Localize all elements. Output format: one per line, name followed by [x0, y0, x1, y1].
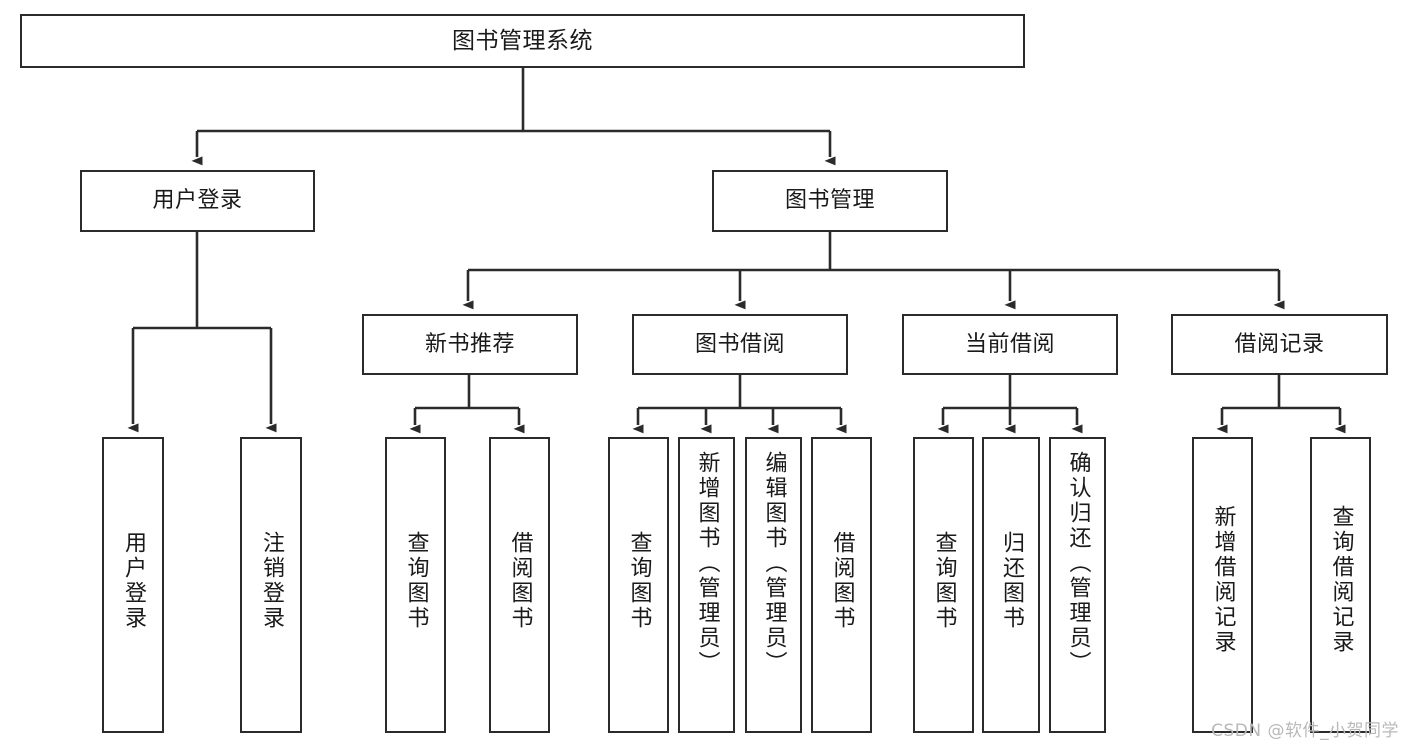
node-new-book-recommend[interactable]: 新书推荐 [362, 314, 578, 375]
leaf-borrow-book[interactable]: 借阅图书 [811, 437, 872, 733]
node-label: 查询图书 [403, 531, 429, 631]
node-book-borrow[interactable]: 图书借阅 [632, 314, 848, 375]
node-root-book-management-system[interactable]: 图书管理系统 [20, 14, 1025, 68]
leaf-user-login[interactable]: 用户登录 [102, 437, 164, 733]
leaf-confirm-return-admin[interactable]: 确认归还（管理员） [1049, 437, 1106, 733]
node-user-login[interactable]: 用户登录 [80, 170, 315, 232]
node-borrow-record[interactable]: 借阅记录 [1171, 314, 1388, 375]
node-label: 新增借阅记录 [1210, 505, 1236, 655]
node-label: 编辑图书（管理员） [761, 451, 787, 676]
node-label: 图书管理系统 [452, 27, 593, 54]
node-book-management[interactable]: 图书管理 [712, 170, 948, 232]
node-label: 用户登录 [152, 188, 243, 214]
node-label: 查询图书 [626, 531, 652, 631]
leaf-return-book[interactable]: 归还图书 [982, 437, 1040, 733]
watermark-text: CSDN @软件_小贺同学 [1211, 721, 1399, 741]
leaf-query-borrow-record[interactable]: 查询借阅记录 [1310, 437, 1371, 733]
node-label: 借阅图书 [829, 531, 855, 631]
node-label: 图书管理 [784, 188, 875, 214]
leaf-query-book-borrow[interactable]: 查询图书 [608, 437, 669, 733]
node-label: 用户登录 [121, 531, 146, 631]
node-label: 注销登录 [259, 531, 284, 631]
node-label: 新增图书（管理员） [694, 451, 720, 676]
leaf-add-book-admin[interactable]: 新增图书（管理员） [678, 437, 735, 733]
node-label: 当前借阅 [964, 331, 1055, 357]
leaf-logout[interactable]: 注销登录 [240, 437, 302, 733]
node-label: 归还图书 [999, 531, 1024, 631]
node-label: 确认归还（管理员） [1065, 451, 1091, 676]
leaf-borrow-book-recommend[interactable]: 借阅图书 [489, 437, 550, 733]
leaf-query-book-current[interactable]: 查询图书 [913, 437, 974, 733]
node-label: 借阅图书 [507, 531, 533, 631]
leaf-add-borrow-record[interactable]: 新增借阅记录 [1192, 437, 1253, 733]
leaf-query-book-recommend[interactable]: 查询图书 [385, 437, 446, 733]
node-label: 新书推荐 [424, 331, 515, 357]
node-current-borrow[interactable]: 当前借阅 [902, 314, 1118, 375]
node-label: 图书借阅 [694, 331, 785, 357]
node-label: 查询借阅记录 [1328, 505, 1354, 655]
node-label: 查询图书 [931, 531, 957, 631]
leaf-edit-book-admin[interactable]: 编辑图书（管理员） [745, 437, 802, 733]
node-label: 借阅记录 [1234, 331, 1325, 357]
